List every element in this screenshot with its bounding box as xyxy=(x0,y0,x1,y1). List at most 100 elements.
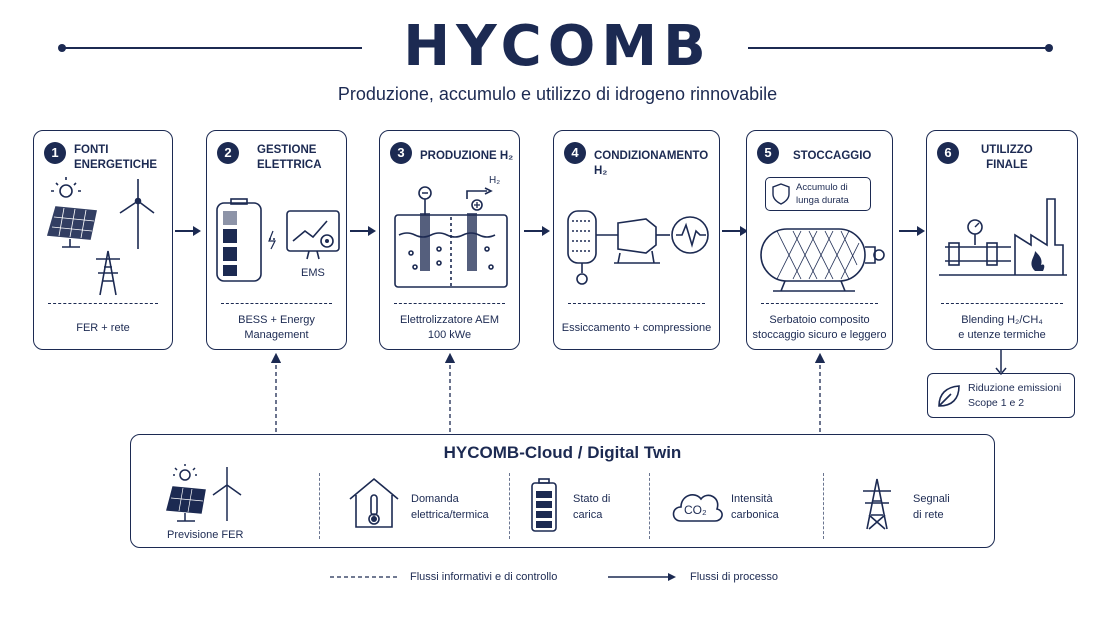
process-arrow xyxy=(899,224,927,242)
step-title: PRODUZIONE H₂ xyxy=(420,149,513,164)
digital-twin-panel: HYCOMB-Cloud / Digital Twin Previsione F… xyxy=(130,434,995,548)
step-number: 2 xyxy=(217,142,239,164)
badge-connector-arrow xyxy=(995,367,1007,376)
cloud-item-label: carbonica xyxy=(731,509,779,521)
leaf-icon xyxy=(938,385,960,407)
renewables-icon xyxy=(46,177,155,296)
co2-label: CO₂ xyxy=(684,503,707,517)
solar-wind-forecast-icon xyxy=(166,464,242,522)
step-caption-line: Serbatoio composito xyxy=(769,314,870,326)
step-title-line: FONTI xyxy=(74,144,109,156)
title-line-right-dot xyxy=(1045,44,1053,52)
step-caption-line: BESS + Energy xyxy=(238,314,315,326)
step-title-line: CONDIZIONAMENTO H₂ xyxy=(594,150,709,177)
legend-solid-arrow xyxy=(608,573,676,581)
cloud-item-label: carica xyxy=(573,509,603,521)
badge-line: Scope 1 e 2 xyxy=(968,397,1025,409)
step-caption-line: Essiccamento + compressione xyxy=(561,322,712,334)
step-card-utilizzo-finale: 6 UTILIZZO FINALE Blending H₂/CH₄ e uten… xyxy=(926,130,1078,350)
step-title: CONDIZIONAMENTO H₂ xyxy=(594,149,719,179)
cloud-divider xyxy=(319,473,320,539)
cloud-item-domanda: Domanda elettrica/termica xyxy=(411,491,489,523)
step-title: GESTIONE ELETTRICA xyxy=(257,143,322,173)
card-separator xyxy=(221,303,332,304)
cloud-item-label: Domanda xyxy=(411,493,459,505)
cloud-item-label: Intensità xyxy=(731,493,773,505)
house-thermometer-icon xyxy=(349,477,399,528)
cloud-item-label: di rete xyxy=(913,509,944,521)
callout-line: Accumulo di xyxy=(796,182,848,193)
ems-label: EMS xyxy=(301,267,325,279)
step-caption-line: Management xyxy=(244,329,309,341)
card-separator xyxy=(48,303,158,304)
step-number: 3 xyxy=(390,142,412,164)
legend-process-label: Flussi di processo xyxy=(690,571,779,583)
step-title-line: GESTIONE xyxy=(257,144,317,156)
step-title-line: PRODUZIONE H₂ xyxy=(420,150,514,162)
process-arrow xyxy=(350,224,378,242)
step-title-line: STOCCAGGIO xyxy=(793,150,872,162)
step-caption: Elettrolizzatore AEM 100 kWe xyxy=(384,313,515,343)
long-duration-callout: Accumulo di lunga durata xyxy=(765,177,871,211)
electrolyzer-icon xyxy=(394,186,508,288)
callout-line: lunga durata xyxy=(796,195,849,206)
emissions-reduction-badge: Riduzione emissioni Scope 1 e 2 xyxy=(927,373,1075,418)
step-caption: Blending H₂/CH₄ e utenze termiche xyxy=(931,313,1073,343)
step-title: STOCCAGGIO xyxy=(793,149,871,164)
cloud-divider xyxy=(823,473,824,539)
step-caption: Serbatoio composito stoccaggio sicuro e … xyxy=(751,313,888,343)
cloud-item-label: Stato di xyxy=(573,493,611,505)
h2-output-label: H₂ xyxy=(489,175,501,186)
card-separator xyxy=(394,303,505,304)
cloud-item-previsione-fer: Previsione FER xyxy=(167,527,243,543)
step-title-line: ENERGETICHE xyxy=(74,159,158,171)
process-arrow xyxy=(175,224,203,242)
battery-charge-icon xyxy=(531,478,557,532)
card-separator xyxy=(761,303,878,304)
battery-ems-icon xyxy=(216,198,340,282)
dryer-compressor-icon xyxy=(567,210,709,285)
step-caption-line: FER + rete xyxy=(76,322,130,334)
page-title: HYCOMB xyxy=(403,14,712,79)
co2-cloud-icon xyxy=(672,494,723,522)
legend-dashed-line xyxy=(330,576,400,578)
shield-icon xyxy=(772,183,790,205)
badge-text: Riduzione emissioni Scope 1 e 2 xyxy=(968,381,1061,411)
cloud-item-segnali-rete: Segnali di rete xyxy=(913,491,950,523)
step-caption-line: stoccaggio sicuro e leggero xyxy=(752,329,887,341)
step-number: 4 xyxy=(564,142,586,164)
step-title-line: ELETTRICA xyxy=(257,159,322,171)
card-separator xyxy=(941,303,1063,304)
cloud-item-label: elettrica/termica xyxy=(411,509,489,521)
page-subtitle: Produzione, accumulo e utilizzo di idrog… xyxy=(337,84,778,104)
step-number: 5 xyxy=(757,142,779,164)
process-arrow xyxy=(524,224,552,242)
step-caption: FER + rete xyxy=(38,321,168,336)
title-line-right xyxy=(748,47,1048,49)
step-number: 1 xyxy=(44,142,66,164)
process-arrow xyxy=(722,224,750,242)
cloud-item-intensita-carbonica: Intensità carbonica xyxy=(731,491,779,523)
step-card-gestione-elettrica: 2 GESTIONE ELETTRICA EMS BESS + Energy M… xyxy=(206,130,347,350)
step-caption: BESS + Energy Management xyxy=(211,313,342,343)
step-card-fonti-energetiche: 1 FONTI ENERGETICHE FER + rete xyxy=(33,130,173,350)
callout-text: Accumulo di lunga durata xyxy=(796,181,849,207)
step-title: UTILIZZO FINALE xyxy=(981,143,1033,173)
step-caption-line: Blending H₂/CH₄ xyxy=(961,314,1043,326)
cloud-divider xyxy=(509,473,510,539)
pipeline-factory-icon xyxy=(939,198,1067,276)
step-card-condizionamento-h2: 4 CONDIZIONAMENTO H₂ Essiccamento + comp… xyxy=(553,130,720,350)
step-caption-line: 100 kWe xyxy=(427,329,472,341)
step-title-line: FINALE xyxy=(986,159,1028,171)
step-card-stoccaggio: 5 STOCCAGGIO Accumulo di lunga durata Se… xyxy=(746,130,893,350)
card-separator xyxy=(568,303,705,304)
legend-info-label: Flussi informativi e di controllo xyxy=(410,571,558,583)
step-number: 6 xyxy=(937,142,959,164)
step-card-produzione-h2: 3 PRODUZIONE H₂ H₂ Elettrolizzatore AEM … xyxy=(379,130,520,350)
step-title-line: UTILIZZO xyxy=(981,144,1033,156)
title-line-left xyxy=(62,47,362,49)
step-title: FONTI ENERGETICHE xyxy=(74,143,157,173)
cloud-item-label: Segnali xyxy=(913,493,950,505)
badge-line: Riduzione emissioni xyxy=(968,382,1062,394)
